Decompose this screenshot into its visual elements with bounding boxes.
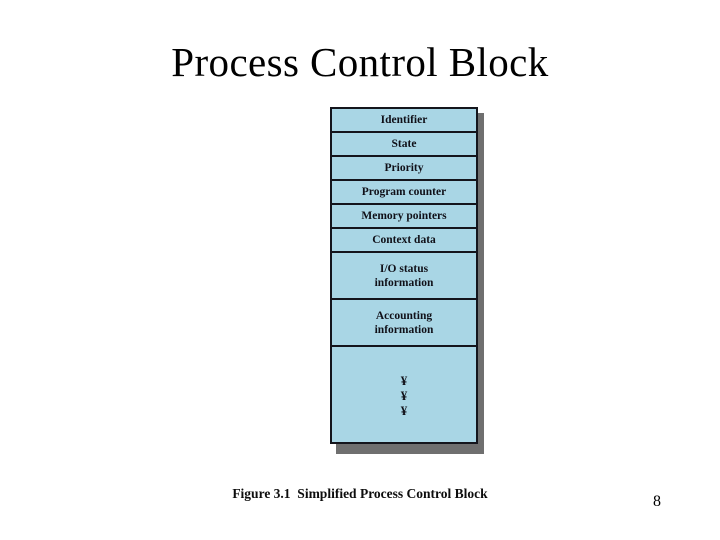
pcb-row-label: Priority bbox=[384, 162, 424, 174]
pcb-row-label: Context data bbox=[372, 234, 436, 246]
continuation-glyph: ¥ bbox=[400, 402, 408, 418]
pcb-row-label: Memory pointers bbox=[361, 210, 447, 222]
pcb-row-label: I/O status information bbox=[374, 262, 434, 289]
figure-caption: Figure 3.1 Simplified Process Control Bl… bbox=[232, 486, 488, 501]
pcb-row-label: Identifier bbox=[380, 114, 428, 126]
pcb-row-label: State bbox=[391, 138, 417, 150]
vertical-ellipsis-icon: ¥ ¥ ¥ bbox=[400, 372, 408, 418]
pcb-row-label: Accounting information bbox=[374, 309, 434, 336]
page-number: 8 bbox=[653, 493, 661, 510]
pcb-row-identifier: Identifier bbox=[332, 109, 476, 133]
pcb-row-memory-pointers: Memory pointers bbox=[332, 205, 476, 229]
pcb-row-state: State bbox=[332, 133, 476, 157]
pcb-row-continuation: ¥ ¥ ¥ bbox=[332, 347, 476, 442]
pcb-row-program-counter: Program counter bbox=[332, 181, 476, 205]
continuation-glyph: ¥ bbox=[400, 372, 408, 388]
pcb-table: Identifier State Priority Program counte… bbox=[330, 107, 478, 444]
page-title: Process Control Block bbox=[171, 39, 549, 85]
pcb-row-priority: Priority bbox=[332, 157, 476, 181]
continuation-glyph: ¥ bbox=[400, 387, 408, 403]
pcb-row-label: Program counter bbox=[361, 186, 447, 198]
pcb-row-accounting-information: Accounting information bbox=[332, 300, 476, 347]
pcb-row-io-status-information: I/O status information bbox=[332, 253, 476, 300]
pcb-row-context-data: Context data bbox=[332, 229, 476, 253]
